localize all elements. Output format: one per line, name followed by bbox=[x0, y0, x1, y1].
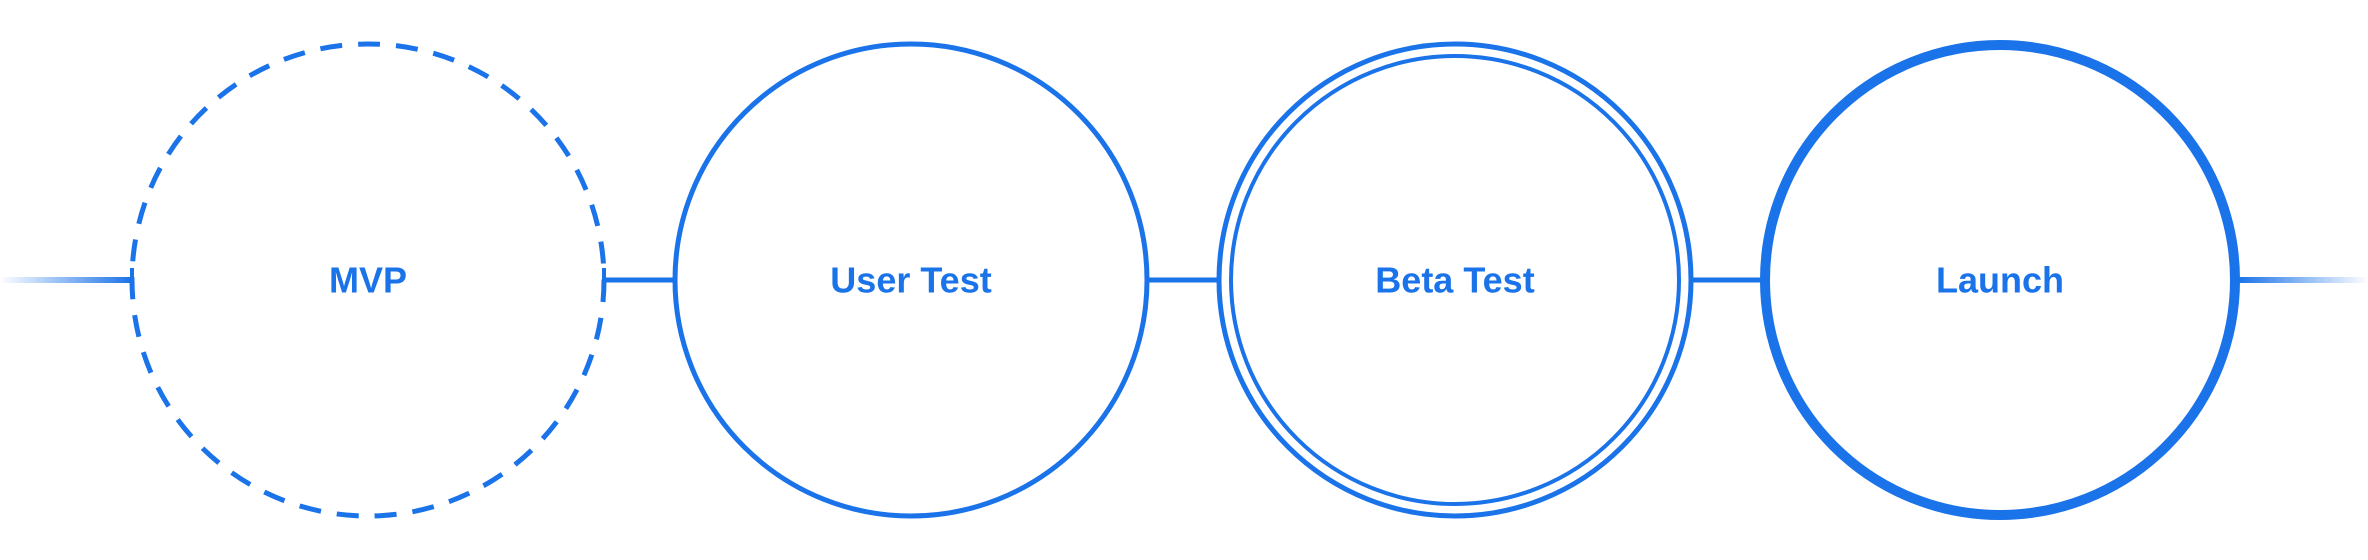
stage-beta-test: Beta Test bbox=[1216, 41, 1694, 519]
stage-launch: Launch bbox=[1760, 40, 2240, 520]
connector-lead-in bbox=[0, 277, 132, 283]
stage-mvp: MVP bbox=[129, 41, 607, 519]
stage-user-test: User Test bbox=[672, 41, 1150, 519]
stage-mvp-circle bbox=[129, 41, 607, 519]
stage-launch-circle bbox=[1760, 40, 2240, 520]
stage-user-test-label: User Test bbox=[830, 260, 991, 301]
stage-beta-test-inner-circle bbox=[1229, 54, 1681, 506]
stage-launch-label: Launch bbox=[1936, 260, 2064, 301]
stage-user-test-circle bbox=[672, 41, 1150, 519]
connector-lead-out bbox=[2238, 277, 2368, 283]
stage-beta-test-outer-circle bbox=[1216, 41, 1694, 519]
stage-beta-test-label: Beta Test bbox=[1375, 260, 1534, 301]
stage-mvp-label: MVP bbox=[329, 260, 407, 301]
